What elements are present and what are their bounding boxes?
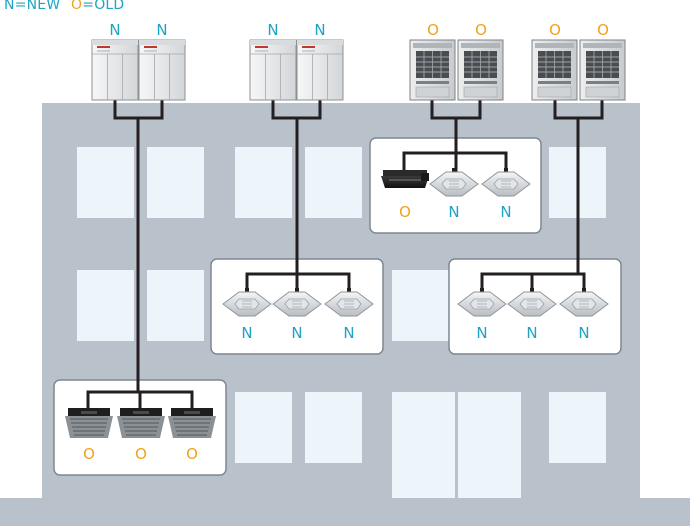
- legend-new-letter: N: [4, 0, 15, 13]
- indoor-label: O: [186, 445, 198, 463]
- outdoor-unit-new: [296, 39, 344, 101]
- outdoor-unit-old: [457, 39, 504, 101]
- legend-old-text: =OLD: [82, 0, 125, 13]
- outdoor-unit-old: [531, 39, 578, 101]
- legend-old-letter: O: [71, 0, 83, 13]
- indoor-unit-new-cassette: [481, 168, 531, 197]
- indoor-unit-new-cassette: [222, 288, 272, 317]
- indoor-unit-new-cassette: [507, 288, 557, 317]
- outdoor-group-4: [531, 39, 626, 101]
- window: [305, 147, 362, 218]
- outdoor-label: N: [314, 21, 326, 39]
- window: [305, 392, 362, 463]
- outdoor-label: N: [267, 21, 279, 39]
- outdoor-unit-new: [138, 39, 186, 101]
- indoor-label: N: [578, 324, 590, 342]
- indoor-label: N: [500, 203, 512, 221]
- indoor-label: N: [343, 324, 355, 342]
- indoor-unit-old-cassette: [117, 408, 165, 438]
- window: [147, 147, 204, 218]
- outdoor-group-2: [249, 39, 344, 101]
- outdoor-label: O: [475, 21, 487, 39]
- indoor-label: N: [448, 203, 460, 221]
- outdoor-group-3: [409, 39, 504, 101]
- indoor-unit-old-cassette: [168, 408, 216, 438]
- window: [235, 392, 292, 463]
- outdoor-label: O: [597, 21, 609, 39]
- legend: N=NEW O=OLD: [4, 0, 124, 13]
- indoor-label: N: [526, 324, 538, 342]
- indoor-label: O: [399, 203, 411, 221]
- indoor-unit-new-cassette: [272, 288, 322, 317]
- outdoor-unit-new: [249, 39, 297, 101]
- refrigerant-piping: [86, 100, 604, 410]
- indoor-label: N: [476, 324, 488, 342]
- window: [235, 147, 292, 218]
- indoor-unit-old-duct: [381, 170, 429, 188]
- outdoor-label: O: [549, 21, 561, 39]
- indoor-label: O: [135, 445, 147, 463]
- indoor-label: O: [83, 445, 95, 463]
- windows: [77, 147, 606, 498]
- indoor-unit-new-cassette: [559, 288, 609, 317]
- outdoor-unit-new: [91, 39, 139, 101]
- window: [147, 270, 204, 341]
- window: [549, 392, 606, 463]
- window: [77, 270, 134, 341]
- ground-base: [0, 498, 690, 526]
- indoor-label: N: [291, 324, 303, 342]
- outdoor-label: N: [156, 21, 168, 39]
- door-panel: [392, 392, 455, 498]
- window: [392, 270, 449, 341]
- outdoor-group-1: [91, 39, 186, 101]
- outdoor-unit-old: [409, 39, 456, 101]
- outdoor-label: O: [427, 21, 439, 39]
- indoor-unit-new-cassette: [429, 168, 479, 197]
- door-panel: [458, 392, 521, 498]
- window: [77, 147, 134, 218]
- indoor-unit-new-cassette: [457, 288, 507, 317]
- outdoor-unit-old: [579, 39, 626, 101]
- legend-new-text: =NEW: [14, 0, 61, 13]
- indoor-unit-new-cassette: [324, 288, 374, 317]
- indoor-unit-old-cassette: [65, 408, 113, 438]
- outdoor-label: N: [109, 21, 121, 39]
- indoor-label: N: [241, 324, 253, 342]
